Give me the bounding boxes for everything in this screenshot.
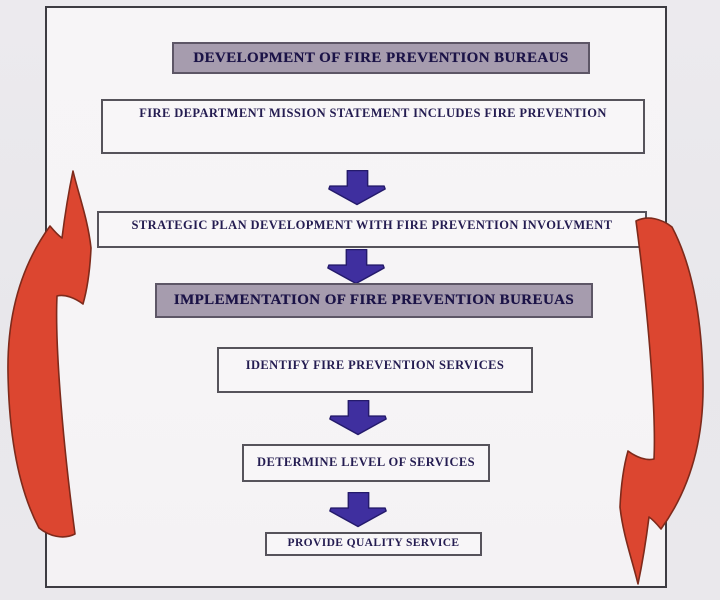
phase-header-implementation: IMPLEMENTATION OF FIRE PREVENTION BUREUA… — [155, 283, 593, 318]
down-arrow-icon — [329, 492, 387, 528]
down-arrow-icon — [329, 400, 387, 436]
down-arrow-icon — [328, 170, 386, 206]
curved-down-arrow-icon — [619, 217, 704, 585]
process-box-mission-statement: FIRE DEPARTMENT MISSION STATEMENT INCLUD… — [101, 99, 645, 154]
curved-up-arrow-icon — [7, 170, 92, 538]
phase-header-development: DEVELOPMENT OF FIRE PREVENTION BUREAUS — [172, 42, 590, 74]
down-arrow-icon — [327, 249, 385, 285]
process-box-provide-quality: PROVIDE QUALITY SERVICE — [265, 532, 482, 556]
process-box-determine-level: DETERMINE LEVEL OF SERVICES — [242, 444, 490, 482]
process-box-strategic-plan: STRATEGIC PLAN DEVELOPMENT WITH FIRE PRE… — [97, 211, 647, 248]
process-box-identify-services: IDENTIFY FIRE PREVENTION SERVICES — [217, 347, 533, 393]
